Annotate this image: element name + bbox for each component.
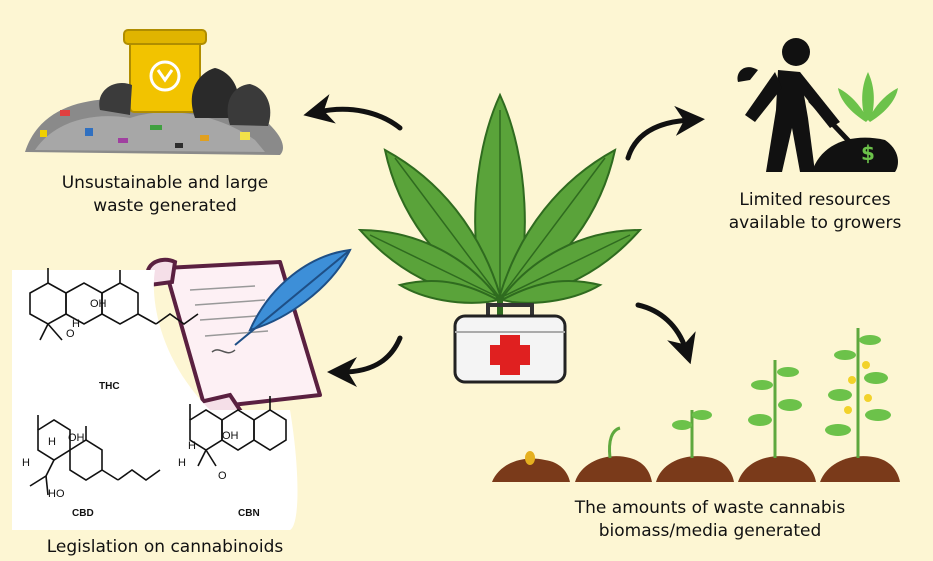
- caption-waste: Unsustainable and large waste generated: [61, 173, 269, 216]
- thc-h-label: H: [72, 318, 80, 330]
- arrow-to-legislation: [327, 335, 403, 387]
- arrow-to-waste: [303, 94, 403, 131]
- cbn-label: CBN: [238, 508, 260, 519]
- plant-growth-stages: [492, 328, 900, 482]
- caption-legislation: Legislation on cannabinoids: [46, 537, 284, 557]
- caption-biomass: The amounts of waste cannabis biomass/me…: [574, 498, 846, 541]
- cbd-label: CBD: [72, 508, 94, 519]
- cbn-oh-label: OH: [222, 430, 239, 442]
- cbn-o-label: O: [218, 470, 227, 482]
- molecule-panel: [12, 270, 298, 530]
- cbn-h-lower-label: H: [178, 457, 186, 469]
- cbd-oh-label: OH: [68, 432, 85, 444]
- thc-oh-label: OH: [90, 298, 107, 310]
- quill-icon: [234, 248, 352, 346]
- dollar-sign: $: [861, 141, 875, 165]
- thc-o-label: O: [66, 328, 75, 340]
- cbd-h-lower-label: H: [22, 457, 30, 469]
- waste-pile-icon: [25, 29, 283, 155]
- worker-digging-icon: [737, 38, 898, 172]
- cbd-structure: [29, 415, 161, 496]
- cannabis-leaf-icon: [357, 92, 643, 320]
- arrow-to-resources: [625, 105, 705, 161]
- cbd-ho-label: HO: [48, 488, 65, 500]
- arrow-to-biomass: [635, 302, 696, 365]
- cbn-h-label: H: [188, 440, 196, 452]
- caption-resources: Limited resources available to growers: [728, 190, 902, 233]
- first-aid-kit-icon: [453, 303, 567, 384]
- cbn-structure: [189, 396, 287, 467]
- thc-structure: [29, 268, 199, 341]
- thc-label: THC: [99, 381, 120, 392]
- cbd-h-label: H: [48, 436, 56, 448]
